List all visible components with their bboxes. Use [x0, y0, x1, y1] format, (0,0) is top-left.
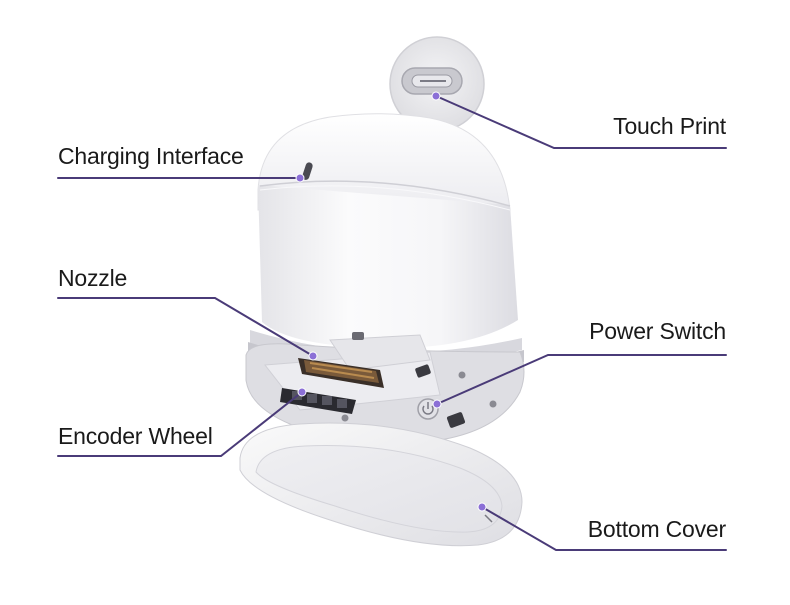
usb-c-port-icon — [302, 162, 313, 180]
touch-sensor-icon — [401, 67, 463, 95]
dot-nozzle — [308, 351, 318, 361]
dot-power-switch — [432, 399, 442, 409]
dot-encoder-wheel — [297, 387, 307, 397]
callout-line-bottom-cover — [481, 506, 727, 551]
dot-bottom-cover — [477, 502, 487, 512]
label-touch-print: Touch Print — [613, 113, 726, 139]
callout-line-encoder-wheel — [57, 391, 303, 457]
bottom-cover-part — [239, 422, 523, 547]
callout-line-nozzle — [57, 297, 314, 357]
label-encoder-wheel: Encoder Wheel — [58, 423, 213, 449]
dot-charging-interface — [295, 173, 305, 183]
printer-body — [245, 113, 525, 443]
callout-lines — [57, 95, 727, 551]
label-charging-interface: Charging Interface — [58, 143, 244, 169]
callout-dots — [295, 91, 487, 512]
callout-line-touch-print — [435, 95, 727, 149]
callout-line-power-switch — [436, 354, 727, 405]
label-power-switch: Power Switch — [589, 318, 726, 344]
label-bottom-cover: Bottom Cover — [587, 516, 726, 542]
label-nozzle: Nozzle — [58, 265, 128, 291]
nozzle-part — [298, 358, 384, 388]
dot-touch-print — [431, 91, 441, 101]
